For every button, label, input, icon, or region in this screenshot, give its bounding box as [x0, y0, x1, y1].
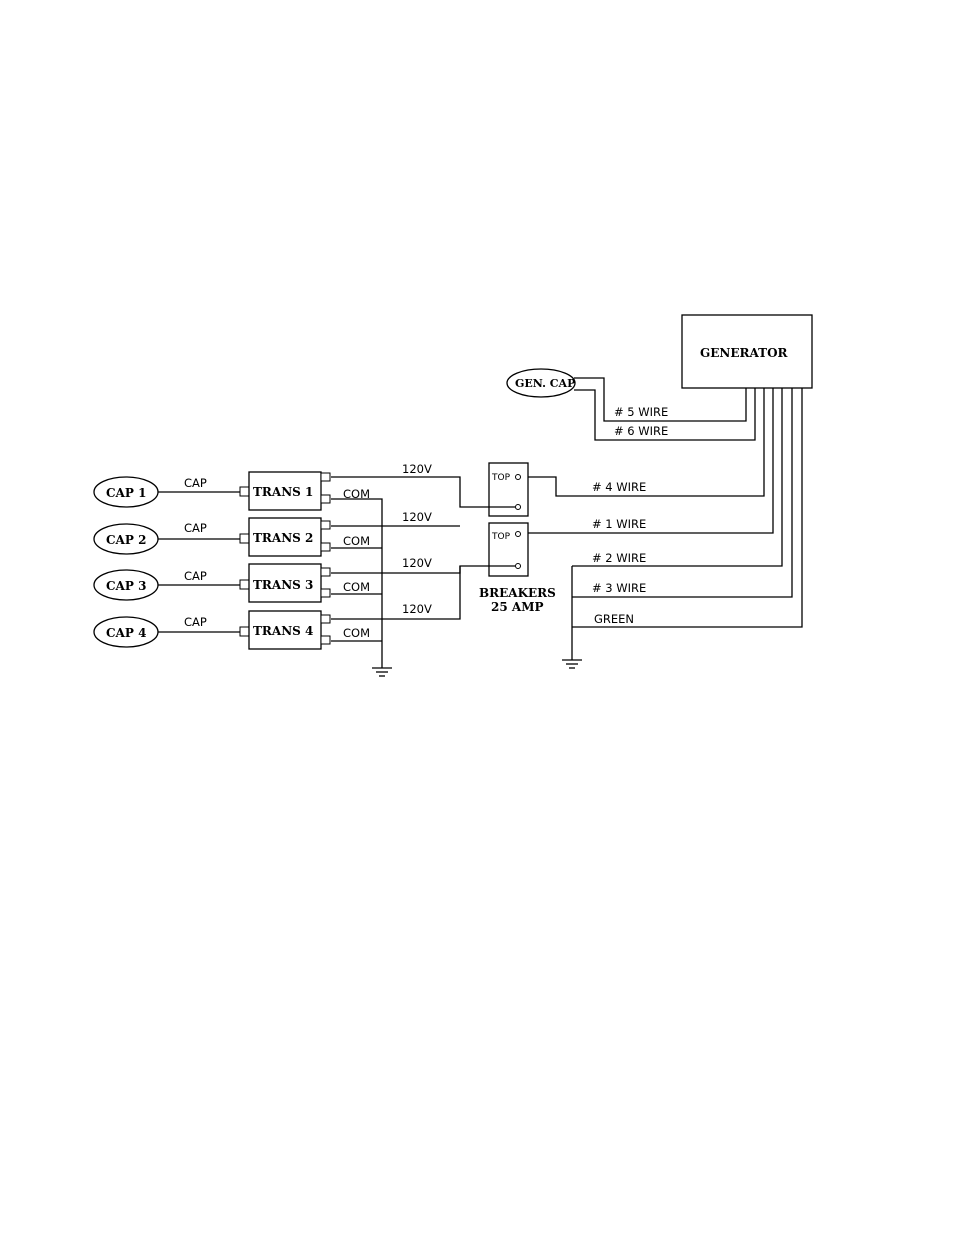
- trans-3-label: TRANS 3: [253, 578, 313, 592]
- wire-1: [521, 388, 774, 534]
- breaker-1-terminal-bottom: [515, 504, 521, 510]
- cap-2-wire-label: CAP: [184, 521, 207, 535]
- breaker-1-top-label: TOP: [491, 473, 511, 483]
- wire-5: [574, 377, 747, 422]
- breaker-1: [488, 462, 529, 517]
- cap-1-wire-label: CAP: [184, 476, 207, 490]
- cap-4-label: CAP 4: [106, 626, 146, 640]
- trans-2-label: TRANS 2: [253, 531, 313, 545]
- breaker-2-terminal-top: [515, 531, 521, 537]
- trans-1-com-label: COM: [343, 487, 370, 501]
- trans-1-120v-label: 120V: [402, 462, 432, 476]
- trans-1-label: TRANS 1: [253, 485, 313, 499]
- wire-1-label: # 1 WIRE: [592, 517, 646, 531]
- cap-4-wire-label: CAP: [184, 615, 207, 629]
- wire-green-label: GREEN: [594, 612, 634, 626]
- com-bus: [331, 498, 383, 668]
- breaker-2: [488, 522, 529, 577]
- wire-4-label: # 4 WIRE: [592, 480, 646, 494]
- breaker-1-terminal-top: [515, 474, 521, 480]
- transformer-4: [158, 610, 331, 650]
- cap-1-oval: [93, 476, 159, 508]
- trans-2-120v-label: 120V: [402, 510, 432, 524]
- transformer-3: [158, 563, 331, 603]
- wire-4: [521, 388, 765, 497]
- breakers-caption-1: BREAKERS: [479, 586, 556, 600]
- wire-2: [572, 388, 783, 567]
- wire-6: [574, 388, 756, 441]
- breaker-2-top-label: TOP: [491, 532, 511, 542]
- ground-symbol-right: [562, 659, 582, 669]
- trans-3-120v-label: 120V: [402, 556, 432, 570]
- feed-120v-trans4: [331, 566, 461, 620]
- trans-4-120v-label: 120V: [402, 602, 432, 616]
- trans-4-label: TRANS 4: [253, 624, 313, 638]
- wire-6-label: # 6 WIRE: [614, 424, 668, 438]
- cap-3-label: CAP 3: [106, 579, 146, 593]
- cap-2-label: CAP 2: [106, 533, 146, 547]
- wire-3: [572, 388, 793, 598]
- wire-2-label: # 2 WIRE: [592, 551, 646, 565]
- trans-3-com-label: COM: [343, 580, 370, 594]
- transformer-2: [158, 517, 331, 557]
- wire-green: [572, 388, 803, 628]
- gen-cap-label: GEN. CAP: [515, 377, 575, 390]
- cap-4-oval: [93, 616, 159, 648]
- wire-3-label: # 3 WIRE: [592, 581, 646, 595]
- feed-120v-trans1: [331, 476, 515, 508]
- breaker-2-terminal-bottom: [515, 563, 521, 569]
- cap-3-oval: [93, 569, 159, 601]
- wire-5-label: # 5 WIRE: [614, 405, 668, 419]
- gen-cap-oval: [506, 368, 576, 398]
- generator-label: GENERATOR: [700, 346, 789, 360]
- breakers-caption-2: 25 AMP: [491, 600, 544, 614]
- cap-2-oval: [93, 523, 159, 555]
- generator-box: [681, 314, 813, 389]
- trans-2-com-label: COM: [343, 534, 370, 548]
- trans-4-com-label: COM: [343, 626, 370, 640]
- ground-symbol-left: [372, 667, 392, 677]
- cap-3-wire-label: CAP: [184, 569, 207, 583]
- transformer-1: [158, 471, 331, 511]
- cap-1-label: CAP 1: [106, 486, 146, 500]
